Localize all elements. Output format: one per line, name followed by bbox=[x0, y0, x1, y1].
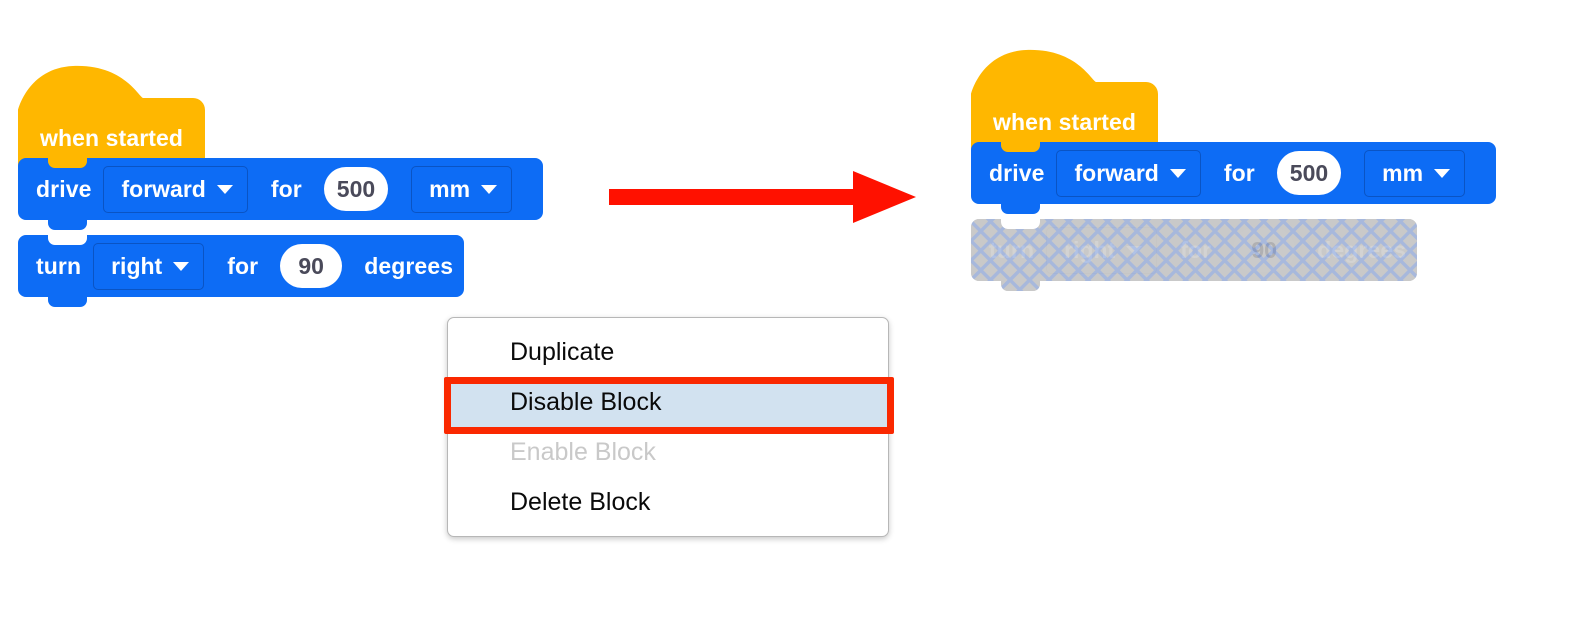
drive-unit-value-after: mm bbox=[1382, 159, 1424, 186]
chevron-down-icon bbox=[216, 184, 233, 194]
turn-unit-label-disabled: degrees bbox=[1317, 236, 1407, 263]
when-started-hat-block-after[interactable]: when started bbox=[971, 42, 1159, 152]
drive-unit-dropdown[interactable]: mm bbox=[411, 165, 513, 213]
red-right-arrow-icon bbox=[609, 171, 916, 223]
drive-block[interactable]: drive forward for 500 mm bbox=[18, 158, 543, 234]
drive-unit-value: mm bbox=[429, 175, 471, 202]
turn-amount-input-disabled[interactable]: 90 bbox=[1233, 228, 1296, 272]
drive-direction-dropdown-after[interactable]: forward bbox=[1056, 149, 1201, 197]
turn-for-label-disabled: for bbox=[1180, 236, 1212, 263]
drive-amount-input-after[interactable]: 500 bbox=[1276, 151, 1342, 195]
chevron-down-icon bbox=[173, 261, 190, 271]
drive-direction-value-after: forward bbox=[1074, 159, 1159, 186]
turn-verb-label-disabled: turn bbox=[989, 236, 1035, 263]
turn-verb-label: turn bbox=[36, 252, 82, 279]
hat-block-shape bbox=[18, 65, 205, 168]
chevron-down-icon bbox=[1169, 168, 1186, 178]
when-started-hat-block[interactable]: when started bbox=[18, 58, 206, 168]
turn-direction-value: right bbox=[111, 252, 163, 279]
drive-block-after[interactable]: drive forward for 500 mm bbox=[971, 142, 1496, 218]
hat-block-label: when started bbox=[40, 125, 184, 151]
drive-block-row: drive forward for 500 mm bbox=[18, 158, 543, 220]
turn-block-disabled[interactable]: turn right for 90 degrees bbox=[971, 219, 1417, 295]
drive-amount-input[interactable]: 500 bbox=[323, 167, 389, 211]
hat-block-label-after: when started bbox=[993, 109, 1137, 135]
turn-direction-value-disabled: right bbox=[1064, 236, 1116, 263]
menu-item-enable-block-label: Enable Block bbox=[510, 437, 656, 466]
drive-unit-dropdown-after[interactable]: mm bbox=[1364, 149, 1466, 197]
drive-direction-dropdown[interactable]: forward bbox=[103, 165, 248, 213]
hat-block-shape bbox=[971, 49, 1158, 152]
menu-item-duplicate[interactable]: Duplicate bbox=[448, 327, 888, 377]
turn-unit-label: degrees bbox=[364, 252, 454, 279]
drive-for-label: for bbox=[270, 175, 302, 202]
drive-verb-label-after: drive bbox=[989, 159, 1045, 186]
menu-item-disable-block-label: Disable Block bbox=[510, 387, 662, 416]
chevron-down-icon bbox=[1434, 168, 1451, 178]
menu-item-duplicate-label: Duplicate bbox=[510, 337, 615, 366]
turn-amount-input[interactable]: 90 bbox=[280, 244, 343, 288]
turn-block-disabled-row: turn right for 90 degrees bbox=[971, 219, 1417, 281]
turn-block[interactable]: turn right for 90 degrees bbox=[18, 235, 464, 311]
turn-direction-dropdown-disabled[interactable]: right bbox=[1046, 226, 1158, 274]
menu-item-enable-block: Enable Block bbox=[448, 427, 888, 477]
menu-item-delete-block[interactable]: Delete Block bbox=[448, 477, 888, 527]
menu-item-disable-block[interactable]: Disable Block bbox=[448, 377, 888, 427]
turn-block-row: turn right for 90 degrees bbox=[18, 235, 464, 297]
drive-block-row-after: drive forward for 500 mm bbox=[971, 142, 1496, 204]
drive-verb-label: drive bbox=[36, 175, 92, 202]
menu-item-delete-block-label: Delete Block bbox=[510, 487, 651, 516]
turn-for-label: for bbox=[227, 252, 259, 279]
drive-direction-value: forward bbox=[121, 175, 206, 202]
turn-direction-dropdown[interactable]: right bbox=[93, 242, 205, 290]
chevron-down-icon bbox=[1126, 245, 1143, 255]
chevron-down-icon bbox=[481, 184, 498, 194]
block-context-menu[interactable]: Duplicate Disable Block Enable Block Del… bbox=[444, 317, 894, 537]
drive-for-label-after: for bbox=[1223, 159, 1255, 186]
